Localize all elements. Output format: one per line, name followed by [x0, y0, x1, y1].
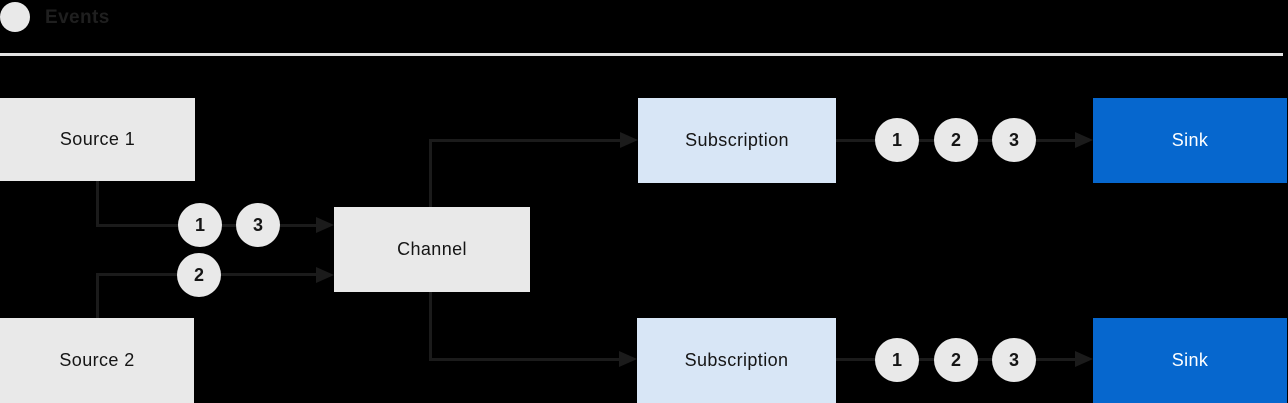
event-badge: 3 — [992, 118, 1036, 162]
arrowhead-source2-to-channel — [316, 267, 334, 283]
node-source-2: Source 2 — [0, 318, 194, 403]
node-source-2-label: Source 2 — [59, 350, 135, 370]
event-badge: 2 — [934, 118, 978, 162]
edge-source1-down — [96, 181, 99, 227]
divider — [0, 53, 1283, 56]
edge-channel-up — [429, 139, 432, 207]
node-channel: Channel — [334, 207, 530, 292]
node-subscription-top: Subscription — [638, 98, 836, 183]
event-badge: 1 — [178, 203, 222, 247]
node-sink-top: Sink — [1093, 98, 1287, 183]
edge-channel-to-subscription-bottom — [429, 358, 620, 361]
arrowhead-channel-to-subscription-bottom — [619, 351, 637, 367]
node-sink-top-label: Sink — [1171, 130, 1209, 150]
event-badge: 3 — [236, 203, 280, 247]
node-channel-label: Channel — [397, 239, 467, 259]
node-sink-bottom: Sink — [1093, 318, 1287, 403]
edge-source2-up — [96, 273, 99, 318]
event-legend-icon — [0, 2, 30, 32]
node-subscription-top-label: Subscription — [685, 130, 789, 150]
event-badge: 3 — [992, 338, 1036, 382]
edge-channel-down — [429, 292, 432, 361]
edge-channel-to-subscription-top — [429, 139, 621, 142]
node-source-1: Source 1 — [0, 98, 195, 181]
event-badge: 2 — [934, 338, 978, 382]
node-subscription-bottom: Subscription — [637, 318, 836, 403]
arrowhead-source1-to-channel — [316, 217, 334, 233]
event-badge: 1 — [875, 338, 919, 382]
arrowhead-channel-to-subscription-top — [620, 132, 638, 148]
arrowhead-subscription-bottom-to-sink — [1075, 351, 1093, 367]
event-badge: 1 — [875, 118, 919, 162]
node-source-1-label: Source 1 — [59, 129, 136, 149]
node-sink-bottom-label: Sink — [1171, 350, 1209, 370]
legend-label: Events — [45, 7, 110, 28]
node-subscription-bottom-label: Subscription — [684, 350, 789, 370]
event-badge: 2 — [177, 253, 221, 297]
arrowhead-subscription-top-to-sink — [1075, 132, 1093, 148]
